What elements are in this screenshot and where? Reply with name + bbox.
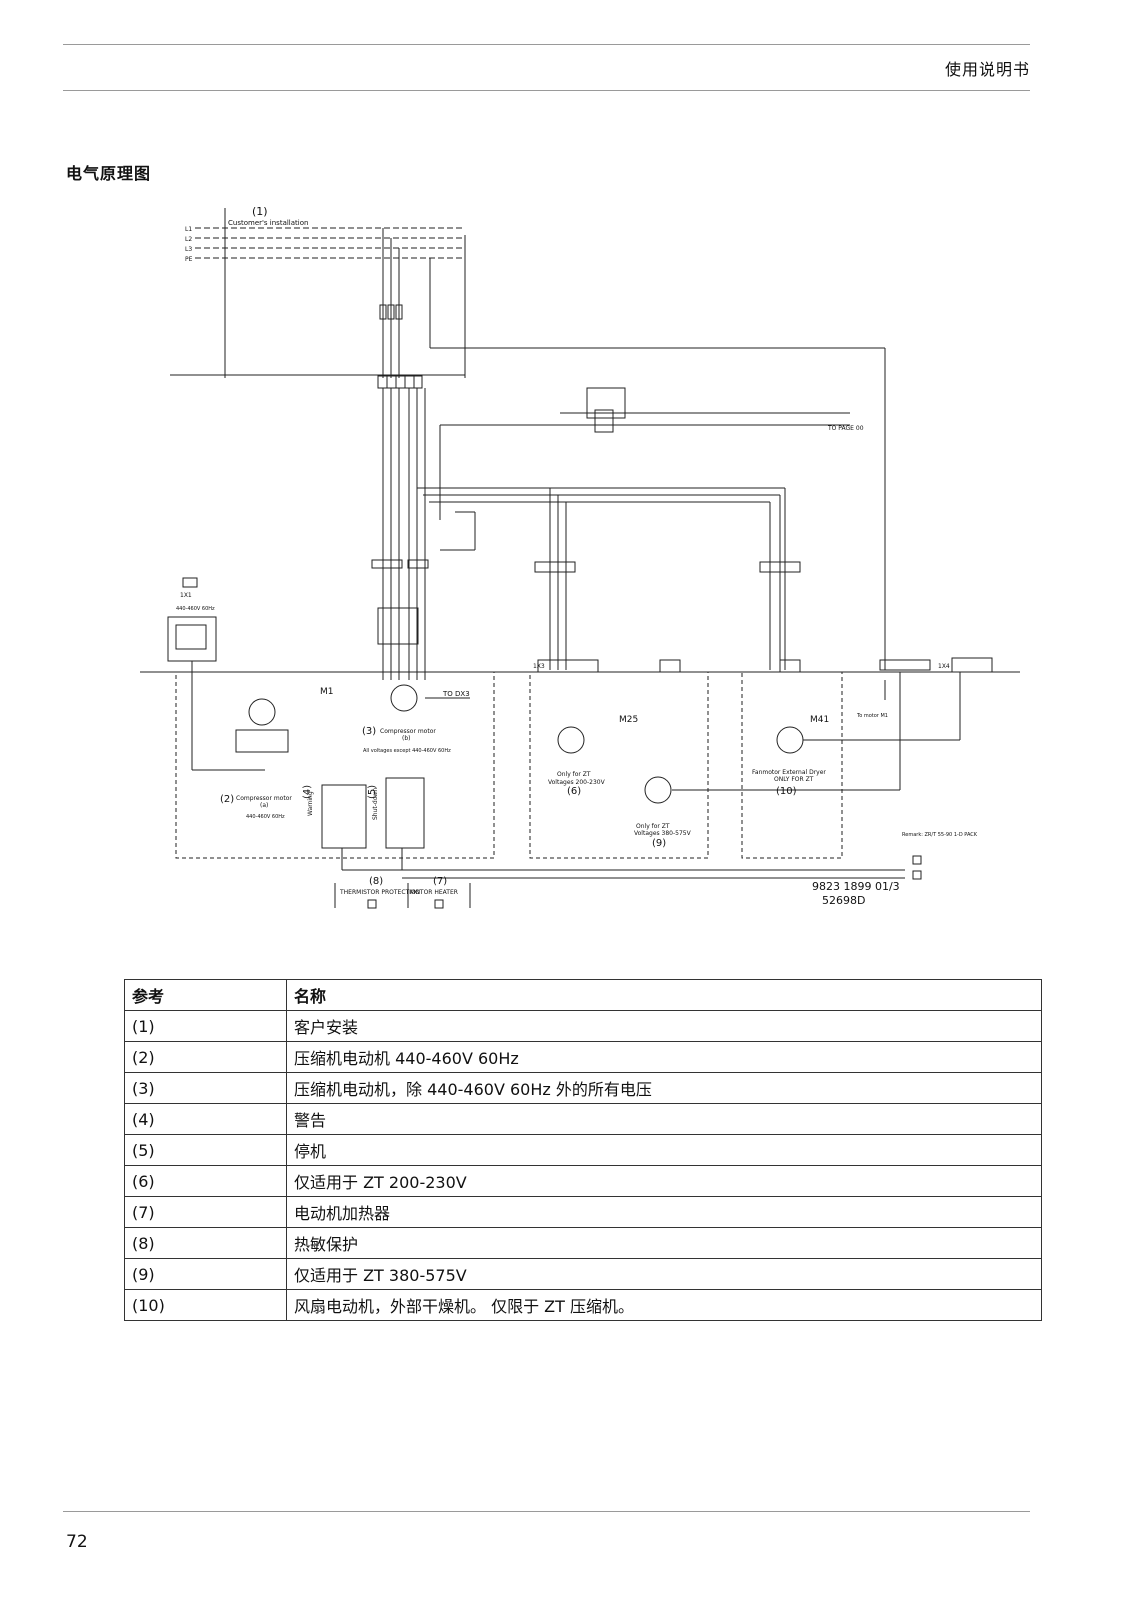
page-number: 72	[66, 1532, 88, 1552]
table-row: (8)热敏保护	[124, 1227, 1042, 1259]
name-cell: 仅适用于 ZT 380-575V	[286, 1258, 1042, 1290]
header-ref: 参考	[124, 979, 287, 1011]
customer-installation-label: Customer's installation	[228, 219, 308, 227]
footer-rule	[63, 1511, 1030, 1512]
name-cell: 客户安装	[286, 1010, 1042, 1042]
table-row: (4)警告	[124, 1103, 1042, 1135]
doc-code-b: 52698D	[822, 894, 865, 907]
m1-lower-voltage: 440-460V 60Hz	[246, 814, 285, 820]
x4-label: 1X4	[938, 663, 950, 670]
name-cell: 停机	[286, 1134, 1042, 1166]
name-cell: 电动机加热器	[286, 1196, 1042, 1228]
x1-label: 1X1	[180, 592, 192, 599]
table-row: (9)仅适用于 ZT 380-575V	[124, 1258, 1042, 1290]
table-row: (10)风扇电动机，外部干燥机。 仅限于 ZT 压缩机。	[124, 1289, 1042, 1321]
x1-voltage-label: 440-460V 60Hz	[176, 606, 215, 612]
table-row: (3)压缩机电动机，除 440-460V 60Hz 外的所有电压	[124, 1072, 1042, 1104]
ref-3-label: (3)	[362, 726, 376, 737]
m41-label: M41	[810, 715, 829, 725]
shutdown-label: Shut-down	[372, 788, 379, 820]
reference-table: 参考 名称 (1)客户安装 (2)压缩机电动机 440-460V 60Hz (3…	[124, 979, 1042, 1321]
table-row: (2)压缩机电动机 440-460V 60Hz	[124, 1041, 1042, 1073]
ref-9-label: (9)	[652, 838, 666, 849]
x3-label: 1X3	[533, 663, 545, 670]
motor-heater-label: MOTOR HEATER	[410, 889, 458, 896]
ref-4-label: (4)	[302, 785, 313, 799]
section-title: 电气原理图	[66, 164, 152, 183]
m1-label: M1	[320, 687, 334, 697]
schematic-svg: (1) Customer's installation L1 L2 L3 PE …	[140, 205, 1020, 909]
table-header-row: 参考 名称	[124, 979, 1042, 1011]
ref-cell: (9)	[124, 1258, 287, 1290]
header-rule-bottom	[63, 90, 1030, 91]
line-label-l3: L3	[185, 246, 192, 253]
m25-only-b: Voltages 200-230V	[548, 779, 606, 786]
ref-6-label: (6)	[567, 786, 581, 797]
ref-cell: (1)	[124, 1010, 287, 1042]
m1-upper-b: (b)	[402, 735, 411, 742]
ref-cell: (7)	[124, 1196, 287, 1228]
warning-label: Warning	[307, 791, 314, 816]
table-row: (1)客户安装	[124, 1010, 1042, 1042]
ref-cell: (5)	[124, 1134, 287, 1166]
ref-10-label: (10)	[776, 786, 797, 797]
m1-upper-voltage: All voltages except 440-460V 60Hz	[363, 748, 451, 754]
table-row: (6)仅适用于 ZT 200-230V	[124, 1165, 1042, 1197]
m25-only-a: Only for ZT	[557, 771, 591, 778]
ref-cell: (2)	[124, 1041, 287, 1073]
m1-upper-caption: Compressor motor	[380, 728, 436, 735]
m1-lower-caption: Compressor motor	[236, 795, 292, 802]
ref-cell: (10)	[124, 1289, 287, 1321]
line-label-l2: L2	[185, 236, 192, 243]
ref-5-label: (5)	[367, 785, 378, 799]
m25-label: M25	[619, 715, 638, 725]
ref-cell: (6)	[124, 1165, 287, 1197]
fan-caption-b: ONLY FOR ZT	[774, 776, 814, 783]
name-cell: 风扇电动机，外部干燥机。 仅限于 ZT 压缩机。	[286, 1289, 1042, 1321]
doc-code-a: 9823 1899 01/3	[812, 880, 900, 893]
fan-caption-a: Fanmotor External Dryer	[752, 769, 826, 776]
electrical-schematic: (1) Customer's installation L1 L2 L3 PE …	[140, 200, 1020, 940]
ref-7-label: (7)	[433, 876, 447, 887]
name-cell: 热敏保护	[286, 1227, 1042, 1259]
ref-1-label: (1)	[252, 205, 268, 218]
ref-cell: (4)	[124, 1103, 287, 1135]
m25b-only-a: Only for ZT	[636, 823, 670, 830]
to-motor-label: To motor M1	[856, 713, 888, 719]
ref-cell: (3)	[124, 1072, 287, 1104]
m1-lower-a: (a)	[260, 802, 268, 809]
to-page-label: TO PAGE 00	[827, 425, 864, 432]
to-dx3-label: TO DX3	[442, 690, 470, 698]
line-label-pe: PE	[185, 256, 193, 263]
ref-cell: (8)	[124, 1227, 287, 1259]
header-rule-top	[63, 44, 1030, 45]
name-cell: 仅适用于 ZT 200-230V	[286, 1165, 1042, 1197]
name-cell: 警告	[286, 1103, 1042, 1135]
m25b-only-b: Voltages 380-575V	[634, 830, 692, 837]
remark-label: Remark: ZR/T 55-90 1-D PACK	[902, 832, 978, 838]
table-row: (7)电动机加热器	[124, 1196, 1042, 1228]
ref-2-label: (2)	[220, 794, 234, 805]
ref-8-label: (8)	[369, 876, 383, 887]
name-cell: 压缩机电动机 440-460V 60Hz	[286, 1041, 1042, 1073]
table-row: (5)停机	[124, 1134, 1042, 1166]
thermistor-label: THERMISTOR PROTECTION	[339, 889, 420, 896]
line-label-l1: L1	[185, 226, 192, 233]
name-cell: 压缩机电动机，除 440-460V 60Hz 外的所有电压	[286, 1072, 1042, 1104]
header-title: 使用说明书	[944, 60, 1030, 79]
header-name: 名称	[286, 979, 1042, 1011]
